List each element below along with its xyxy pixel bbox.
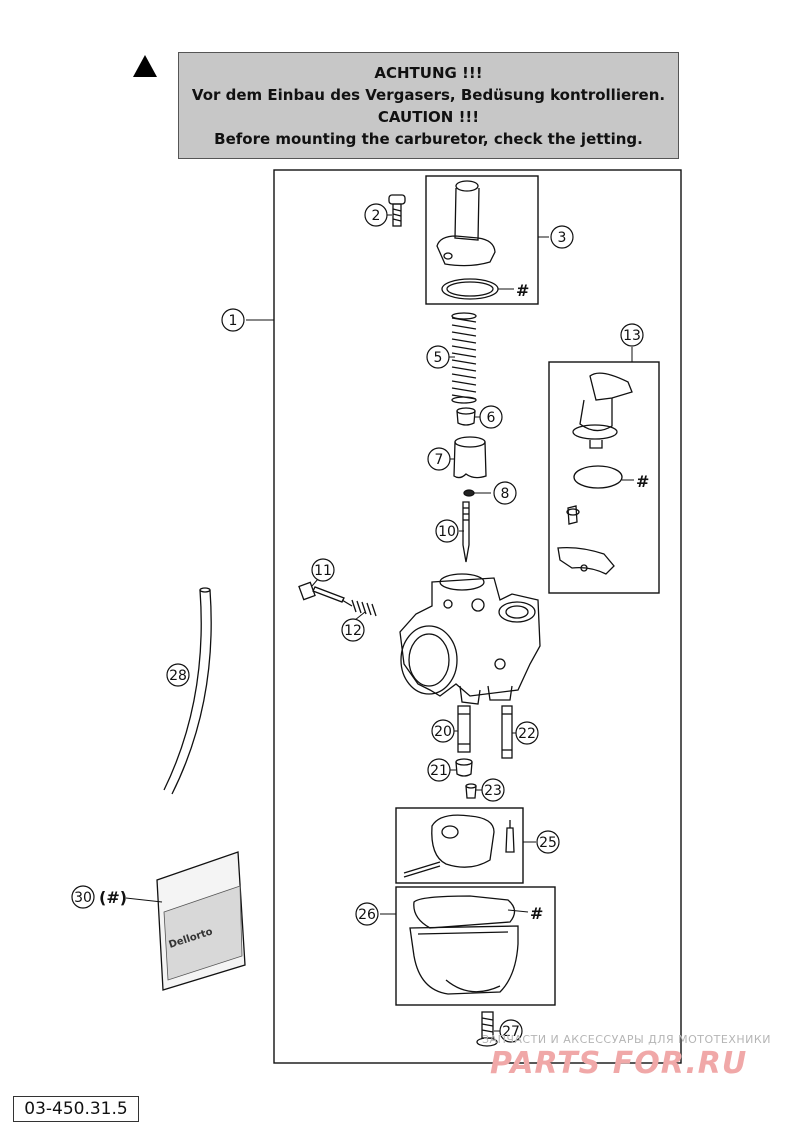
box-part-25	[395, 807, 524, 884]
callout-25-label: 25	[539, 835, 557, 851]
main-jet-part-21-icon	[455, 758, 473, 777]
box-part-13	[548, 361, 660, 594]
hash-marker-30: (#)	[99, 888, 127, 907]
watermark-tagline: ЗАПЧАСТИ И АКСЕССУАРЫ ДЛЯ МОТОТЕХНИКИ	[482, 1033, 771, 1046]
hash-marker-13: #	[636, 472, 649, 491]
callout-11	[311, 558, 335, 582]
callout-10-label: 10	[438, 524, 456, 540]
callout-6	[479, 405, 503, 429]
callout-13-label: 13	[623, 328, 641, 344]
warning-triangle-icon	[133, 55, 157, 77]
carburetor-body-icon	[399, 573, 541, 705]
callout-12-label: 12	[344, 623, 362, 639]
callout-23	[481, 778, 505, 802]
callout-30-label: 30	[74, 890, 92, 906]
callout-12	[341, 618, 365, 642]
screw-part-2-icon	[388, 194, 406, 227]
throttle-slide-part-7-icon	[453, 436, 487, 479]
callout-2-label: 2	[372, 208, 381, 224]
jet-packet-part-30-icon: Dellorto	[156, 851, 246, 991]
needle-retainer-part-6-icon	[456, 407, 476, 426]
callout-26-label: 26	[358, 907, 376, 923]
callout-7	[427, 447, 451, 471]
callout-21	[427, 758, 451, 782]
callout-27	[499, 1019, 523, 1043]
callout-5-label: 5	[434, 350, 443, 366]
callout-10	[435, 519, 459, 543]
watermark-logo: PARTS FOR.RU	[490, 1046, 748, 1081]
box-part-3	[425, 175, 539, 305]
callout-1-label: 1	[229, 313, 238, 329]
callout-8	[493, 481, 517, 505]
callout-5	[426, 345, 450, 369]
callout-13	[620, 323, 644, 347]
warning-line-4: Before mounting the carburetor, check th…	[214, 129, 643, 148]
carburetor-cover-part-3-icon	[436, 180, 499, 300]
callout-26	[355, 902, 379, 926]
callout-22-label: 22	[518, 726, 536, 742]
spring-part-5-icon	[451, 312, 477, 404]
jet-part-20-icon	[457, 705, 471, 753]
warning-line-2: Vor dem Einbau des Vergasers, Bedüsung k…	[191, 85, 666, 104]
document-id: 03-450.31.5	[13, 1096, 139, 1122]
callout-28-label: 28	[169, 668, 187, 684]
callout-20	[431, 719, 455, 743]
callout-23-label: 23	[484, 783, 502, 799]
callout-6-label: 6	[487, 410, 496, 426]
hash-marker-26: #	[530, 904, 543, 923]
float-bowl-part-26-icon	[409, 895, 519, 995]
callout-3-label: 3	[558, 230, 567, 246]
callout-20-label: 20	[434, 724, 452, 740]
warning-box: ACHTUNG !!! Vor dem Einbau des Vergasers…	[178, 52, 679, 159]
pilot-jet-part-23-icon	[465, 783, 477, 799]
spring-part-12-icon	[351, 599, 377, 617]
callout-22	[515, 721, 539, 745]
box-part-26	[395, 886, 556, 1006]
callout-25	[536, 830, 560, 854]
warning-line-1: ACHTUNG !!!	[374, 63, 483, 82]
jet-part-22-icon	[501, 705, 513, 759]
callout-11-label: 11	[314, 563, 332, 579]
warning-line-3: CAUTION !!!	[377, 107, 480, 126]
drain-screw-part-27-icon	[476, 1011, 498, 1047]
callout-27-label: 27	[502, 1024, 520, 1040]
callout-21-label: 21	[430, 763, 448, 779]
callout-30	[71, 885, 95, 909]
idle-screw-part-11-icon	[298, 581, 353, 607]
callout-3	[550, 225, 574, 249]
jet-needle-part-10-icon	[462, 501, 470, 563]
assembly-frame	[273, 169, 682, 1064]
choke-assembly-part-13-icon	[557, 372, 633, 575]
needle-clip-part-8-icon	[463, 489, 475, 497]
callout-28	[166, 663, 190, 687]
hose-part-28-icon	[163, 587, 212, 795]
callout-2	[364, 203, 388, 227]
callout-8-label: 8	[501, 486, 510, 502]
float-set-part-25-icon	[403, 814, 515, 878]
callout-1	[221, 308, 245, 332]
callout-7-label: 7	[435, 452, 444, 468]
hash-marker-3: #	[516, 281, 529, 300]
